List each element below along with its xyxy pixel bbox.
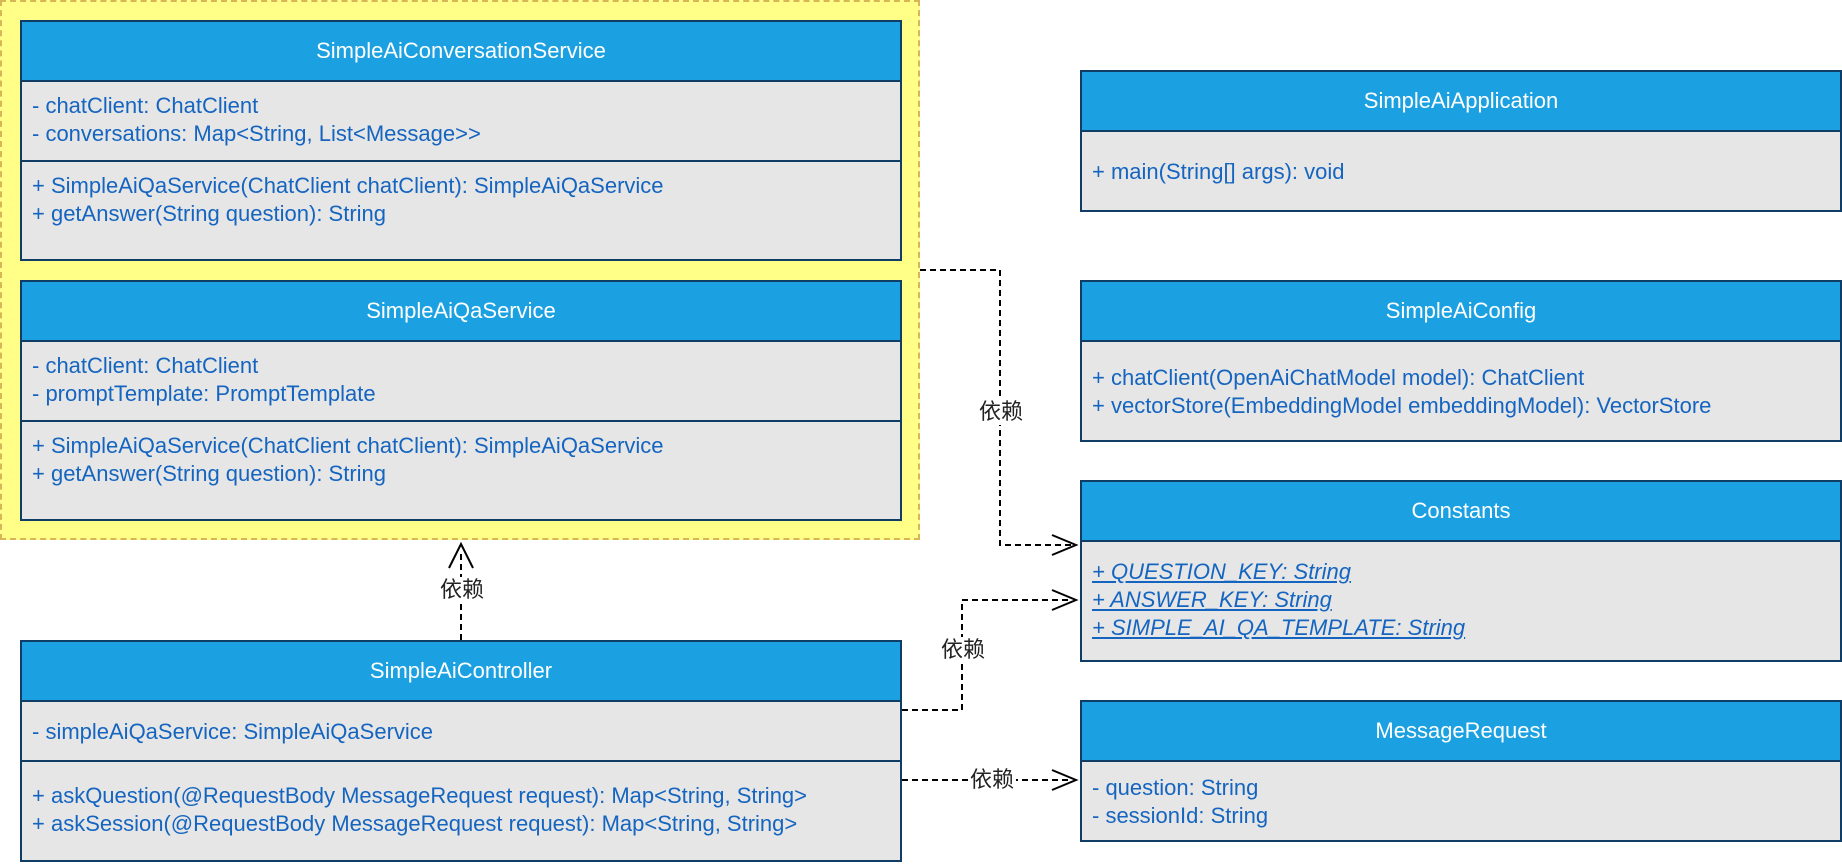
class-constants[interactable]: Constants + QUESTION_KEY: String + ANSWE… [1080, 480, 1842, 662]
method: + askSession(@RequestBody MessageRequest… [32, 811, 798, 836]
static-field: + QUESTION_KEY: String [1092, 559, 1351, 584]
attribute: - promptTemplate: PromptTemplate [32, 381, 376, 406]
method: + SimpleAiQaService(ChatClient chatClien… [32, 173, 664, 198]
edge-label-controller-to-message-request: 依赖 [968, 767, 1017, 793]
attribute: - chatClient: ChatClient [32, 93, 259, 118]
methods-section: + chatClient(OpenAiChatModel model): Cha… [1082, 342, 1840, 428]
class-name: SimpleAiQaService [22, 282, 900, 342]
methods-section: + SimpleAiQaService(ChatClient chatClien… [22, 422, 900, 496]
static-fields-section: + QUESTION_KEY: String + ANSWER_KEY: Str… [1082, 542, 1840, 650]
class-name: MessageRequest [1082, 702, 1840, 762]
method: + SimpleAiQaService(ChatClient chatClien… [32, 433, 664, 458]
edge-label-group-to-constants: 依赖 [977, 399, 1026, 425]
class-name: SimpleAiConfig [1082, 282, 1840, 342]
class-name: SimpleAiController [22, 642, 900, 702]
methods-section: + SimpleAiQaService(ChatClient chatClien… [22, 162, 900, 236]
class-name: SimpleAiApplication [1082, 72, 1840, 132]
attribute: - conversations: Map<String, List<Messag… [32, 121, 481, 146]
attribute: - question: String [1092, 775, 1259, 800]
arrowhead-controller-to-constants [1051, 589, 1079, 611]
static-field: + SIMPLE_AI_QA_TEMPLATE: String [1092, 615, 1466, 640]
static-field: + ANSWER_KEY: String [1092, 587, 1332, 612]
class-simple-ai-config[interactable]: SimpleAiConfig + chatClient(OpenAiChatMo… [1080, 280, 1842, 442]
edge-label-controller-to-group: 依赖 [438, 577, 487, 603]
method: + main(String[] args): void [1092, 159, 1345, 184]
attribute: - sessionId: String [1092, 803, 1269, 828]
class-name: Constants [1082, 482, 1840, 542]
arrowhead-controller-to-group [448, 541, 474, 569]
class-simple-ai-qa-service[interactable]: SimpleAiQaService - chatClient: ChatClie… [20, 280, 902, 521]
method: + vectorStore(EmbeddingModel embeddingMo… [1092, 393, 1712, 418]
attribute: - simpleAiQaService: SimpleAiQaService [32, 719, 434, 744]
class-simple-ai-controller[interactable]: SimpleAiController - simpleAiQaService: … [20, 640, 902, 862]
methods-section: + main(String[] args): void [1082, 132, 1840, 194]
class-name: SimpleAiConversationService [22, 22, 900, 82]
edge-group-to-constants [920, 269, 1072, 546]
attributes-section: - chatClient: ChatClient - promptTemplat… [22, 342, 900, 422]
methods-section: + askQuestion(@RequestBody MessageReques… [22, 762, 900, 846]
method: + askQuestion(@RequestBody MessageReques… [32, 783, 808, 808]
attributes-section: - question: String - sessionId: String [1082, 762, 1840, 838]
attributes-section: - simpleAiQaService: SimpleAiQaService [22, 702, 900, 762]
edge-label-controller-to-constants: 依赖 [939, 637, 988, 663]
method: + getAnswer(String question): String [32, 201, 387, 226]
class-simple-ai-conversation-service[interactable]: SimpleAiConversationService - chatClient… [20, 20, 902, 261]
attributes-section: - chatClient: ChatClient - conversations… [22, 82, 900, 162]
method: + chatClient(OpenAiChatModel model): Cha… [1092, 365, 1585, 390]
arrowhead-group-to-constants [1051, 534, 1079, 556]
attribute: - chatClient: ChatClient [32, 353, 259, 378]
class-message-request[interactable]: MessageRequest - question: String - sess… [1080, 700, 1842, 842]
class-simple-ai-application[interactable]: SimpleAiApplication + main(String[] args… [1080, 70, 1842, 212]
arrowhead-controller-to-message-request [1051, 769, 1079, 791]
method: + getAnswer(String question): String [32, 461, 387, 486]
